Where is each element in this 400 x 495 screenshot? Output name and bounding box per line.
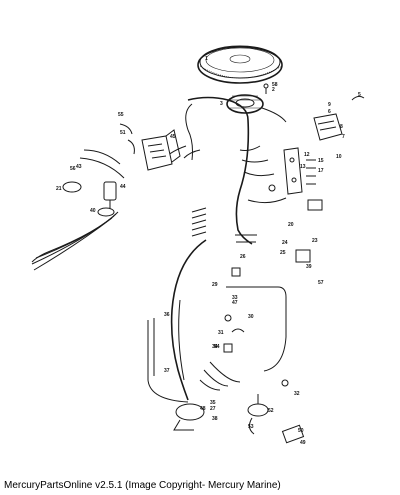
link-rod xyxy=(226,286,287,372)
callout-label: 39 xyxy=(306,264,312,270)
cap xyxy=(62,181,82,193)
callout-label: 9 xyxy=(328,102,331,108)
callout-label: 23 xyxy=(312,238,318,244)
callout-label: 20 xyxy=(288,222,294,228)
parts-diagram: 1 2 3 5 6 7 8 9 10 12 13 15 17 20 21 23 … xyxy=(31,45,365,446)
callout-label: 7 xyxy=(342,134,345,140)
callout-label: 36 xyxy=(164,312,170,318)
callout-label: 44 xyxy=(120,184,126,190)
callout-label: 33 xyxy=(232,295,238,301)
terminal-strip xyxy=(191,207,207,237)
callout-label: 54 xyxy=(214,344,220,350)
callout-label: 51 xyxy=(120,130,126,136)
key-switch xyxy=(247,394,269,435)
copyright-footer: MercuryPartsOnline v2.5.1 (Image Copyrig… xyxy=(4,480,281,491)
callout-label: 2 xyxy=(272,87,275,93)
screw xyxy=(263,83,269,94)
terminal-bracket xyxy=(283,147,316,195)
solenoid xyxy=(173,403,205,431)
callout-labels: 1 2 3 5 6 7 8 9 10 12 13 15 17 20 21 23 … xyxy=(56,56,361,446)
callout-label: 3 xyxy=(220,101,223,107)
callout-label: 40 xyxy=(90,208,96,214)
exploded-wiring-diagram: 1 2 3 5 6 7 8 9 10 12 13 15 17 20 21 23 … xyxy=(31,45,365,446)
callout-label: 30 xyxy=(248,314,254,320)
flywheel xyxy=(197,45,283,84)
callout-label: 24 xyxy=(282,240,288,246)
main-cable xyxy=(170,239,207,401)
callout-label: 43 xyxy=(76,164,82,170)
callout-label: 29 xyxy=(212,282,218,288)
callout-label: 48 xyxy=(200,406,206,412)
callout-label: 27 xyxy=(210,406,216,412)
callout-label: 12 xyxy=(304,152,310,158)
callout-label: 55 xyxy=(118,112,124,118)
callout-label: 21 xyxy=(56,186,62,192)
wiring-harness xyxy=(155,96,287,245)
voltage-regulator xyxy=(313,95,365,141)
callout-label: 38 xyxy=(212,416,218,422)
callout-label: 47 xyxy=(232,300,238,306)
callout-label: 58 xyxy=(272,82,278,88)
callout-label: 34 xyxy=(212,344,218,350)
callout-label: 37 xyxy=(164,368,170,374)
misc-fasteners xyxy=(223,267,289,387)
callout-label: 56 xyxy=(70,166,76,172)
callout-label: 52 xyxy=(268,408,274,414)
stator xyxy=(226,94,287,123)
callout-label: 6 xyxy=(328,109,331,115)
callout-label: 5 xyxy=(358,92,361,98)
callout-label: 57 xyxy=(318,280,324,286)
callout-label: 8 xyxy=(340,124,343,130)
callout-label: 13 xyxy=(300,164,306,170)
callout-label: 17 xyxy=(318,168,324,174)
callout-label: 26 xyxy=(240,254,246,260)
switch-box xyxy=(141,129,181,171)
callout-label: 15 xyxy=(318,158,324,164)
callout-label: 49 xyxy=(300,440,306,446)
callout-label: 35 xyxy=(210,400,216,406)
callout-label: 45 xyxy=(170,134,176,140)
callout-label: 25 xyxy=(280,250,286,256)
callout-label: 53 xyxy=(248,424,254,430)
callout-label: 32 xyxy=(294,391,300,397)
callout-label: 31 xyxy=(218,330,224,336)
relay xyxy=(268,184,323,263)
lead-bundle xyxy=(31,123,135,271)
coil xyxy=(97,181,117,217)
callout-label: 10 xyxy=(336,154,342,160)
mounting-plate xyxy=(281,424,305,444)
plug-leads xyxy=(147,318,241,403)
callout-label: 50 xyxy=(298,428,304,434)
callout-label: 1 xyxy=(205,56,208,62)
